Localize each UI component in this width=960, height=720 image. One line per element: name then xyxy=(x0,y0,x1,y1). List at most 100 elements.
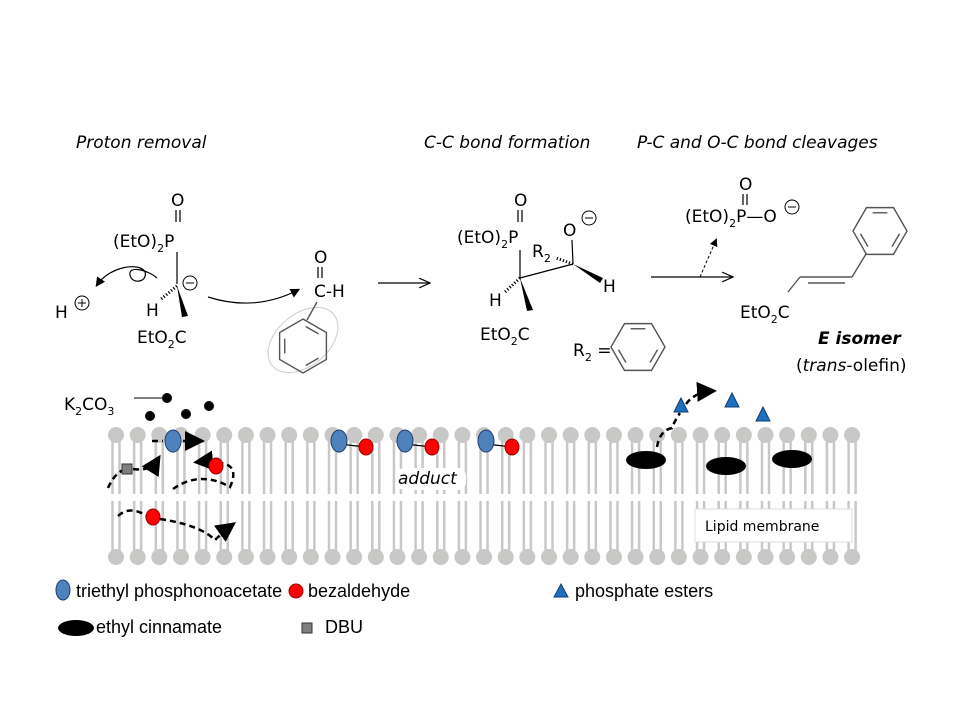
lipid-head-inner xyxy=(432,549,449,565)
benzene-ring xyxy=(610,322,666,372)
lipid-head-inner xyxy=(411,549,428,565)
svg-text:(EtO)2P—O: (EtO)2P—O xyxy=(685,207,777,230)
benzaldehyde xyxy=(145,508,161,526)
ring-double-bond xyxy=(305,357,319,367)
curved-arrow-proton xyxy=(95,266,158,287)
membrane-species xyxy=(121,391,812,526)
lipid-head-outer xyxy=(649,427,666,443)
phosphate-byproduct: O (EtO)2P—O xyxy=(685,175,800,230)
benzaldehyde-structure: O C-H xyxy=(267,248,345,374)
lipid-head-inner xyxy=(735,549,752,565)
lipid-head-outer xyxy=(302,427,319,443)
legend-label: triethyl phosphonoacetate xyxy=(76,581,282,601)
lipid-head-outer xyxy=(735,427,752,443)
lipid-pair xyxy=(519,427,536,565)
legend-symbol-black-ellipse xyxy=(58,620,94,636)
triethyl-phosphonoacetate xyxy=(164,429,182,453)
svg-text:K2CO3: K2CO3 xyxy=(64,395,114,418)
lipid-head-inner xyxy=(237,549,254,565)
lipid-head-inner xyxy=(281,549,298,565)
lipid-pair xyxy=(844,427,861,565)
benzaldehyde xyxy=(358,438,374,456)
lipid-head-outer xyxy=(216,427,233,443)
ring-double-bond xyxy=(891,233,901,247)
k2co3-particle xyxy=(145,411,155,421)
lipid-membrane-label: Lipid membrane xyxy=(705,519,819,535)
lipid-head-outer xyxy=(237,427,254,443)
lipid-head-outer xyxy=(562,427,579,443)
elimination-arrow xyxy=(699,238,718,278)
lipid-head-inner xyxy=(822,549,839,565)
lipid-head-inner xyxy=(800,549,817,565)
svg-text:(EtO)2P: (EtO)2P xyxy=(113,232,174,255)
adduct-label: adduct xyxy=(398,469,458,489)
lipid-head-inner xyxy=(324,549,341,565)
lipid-head-outer xyxy=(108,427,124,443)
triethyl-phosphonoacetate xyxy=(477,429,495,453)
lipid-head-outer xyxy=(605,427,622,443)
lipid-head-inner xyxy=(692,549,709,565)
lipid-head-inner xyxy=(172,549,189,565)
lipid-head-inner xyxy=(367,549,384,565)
ethyl-cinnamate xyxy=(626,451,666,469)
lipid-pair xyxy=(151,427,168,565)
lipid-head-inner xyxy=(194,549,211,565)
lipid-head-outer xyxy=(129,427,146,443)
lipid-pair xyxy=(108,427,124,565)
lipid-head-inner xyxy=(129,549,146,565)
lipid-head-outer xyxy=(844,427,861,443)
svg-text:O: O xyxy=(563,221,576,241)
benzene-ring xyxy=(278,318,328,374)
e-isomer-label: E isomer xyxy=(818,329,902,349)
lipid-head-inner xyxy=(649,549,666,565)
diffusion-paths xyxy=(106,381,717,542)
lipid-head-outer xyxy=(519,427,536,443)
lipid-pair xyxy=(346,427,363,565)
curved-arrow-attack xyxy=(207,288,301,304)
lipid-head-outer xyxy=(692,427,709,443)
path-dbu-in xyxy=(106,467,129,489)
phosphate-ester xyxy=(673,396,689,413)
svg-text:(EtO)2P: (EtO)2P xyxy=(457,228,518,251)
dbu xyxy=(121,463,133,475)
lipid-head-inner xyxy=(844,549,861,565)
lipid-head-inner xyxy=(259,549,276,565)
legend-symbol-red-circle xyxy=(288,583,304,599)
lipid-head-inner xyxy=(389,549,406,565)
lipid-head-outer xyxy=(714,427,731,443)
legend: triethyl phosphonoacetate bezaldehyde ph… xyxy=(55,579,713,637)
svg-text:H: H xyxy=(489,291,502,311)
lipid-head-outer xyxy=(411,427,428,443)
phosphate-ester xyxy=(724,391,740,408)
lipid-head-outer xyxy=(627,427,644,443)
lipid-pair xyxy=(735,427,752,565)
ring-double-bond xyxy=(649,349,659,363)
lipid-pair xyxy=(692,427,709,565)
lipid-pair xyxy=(605,427,622,565)
svg-text:EtO2C: EtO2C xyxy=(740,303,790,326)
lipid-head-outer xyxy=(259,427,276,443)
ring-double-bond xyxy=(859,233,869,247)
lipid-head-inner xyxy=(519,549,536,565)
lipid-membrane-box xyxy=(694,508,853,543)
lipid-head-inner xyxy=(108,549,124,565)
legend-label: phosphate esters xyxy=(575,581,713,601)
ring-double-bond xyxy=(617,349,627,363)
lipid-head-outer xyxy=(432,427,449,443)
lipid-head-outer xyxy=(541,427,557,443)
benzaldehyde xyxy=(504,438,520,456)
benzaldehyde xyxy=(424,438,440,456)
lipid-head-outer xyxy=(670,427,687,443)
lipid-pair xyxy=(389,427,406,565)
lipid-head-inner xyxy=(562,549,579,565)
phosphate-ester xyxy=(755,405,771,422)
betaine-intermediate: O (EtO)2P R2 O H H EtO2C R2 = xyxy=(457,191,666,372)
lipid-head-inner xyxy=(302,549,319,565)
lipid-pair xyxy=(562,427,579,565)
lipid-pair xyxy=(779,427,796,565)
lipid-pair xyxy=(822,427,839,565)
phosphonate-carbanion: O (EtO)2P H EtO2C H xyxy=(55,191,301,351)
triethyl-phosphonoacetate xyxy=(396,429,414,453)
lipid-head-outer xyxy=(757,427,774,443)
